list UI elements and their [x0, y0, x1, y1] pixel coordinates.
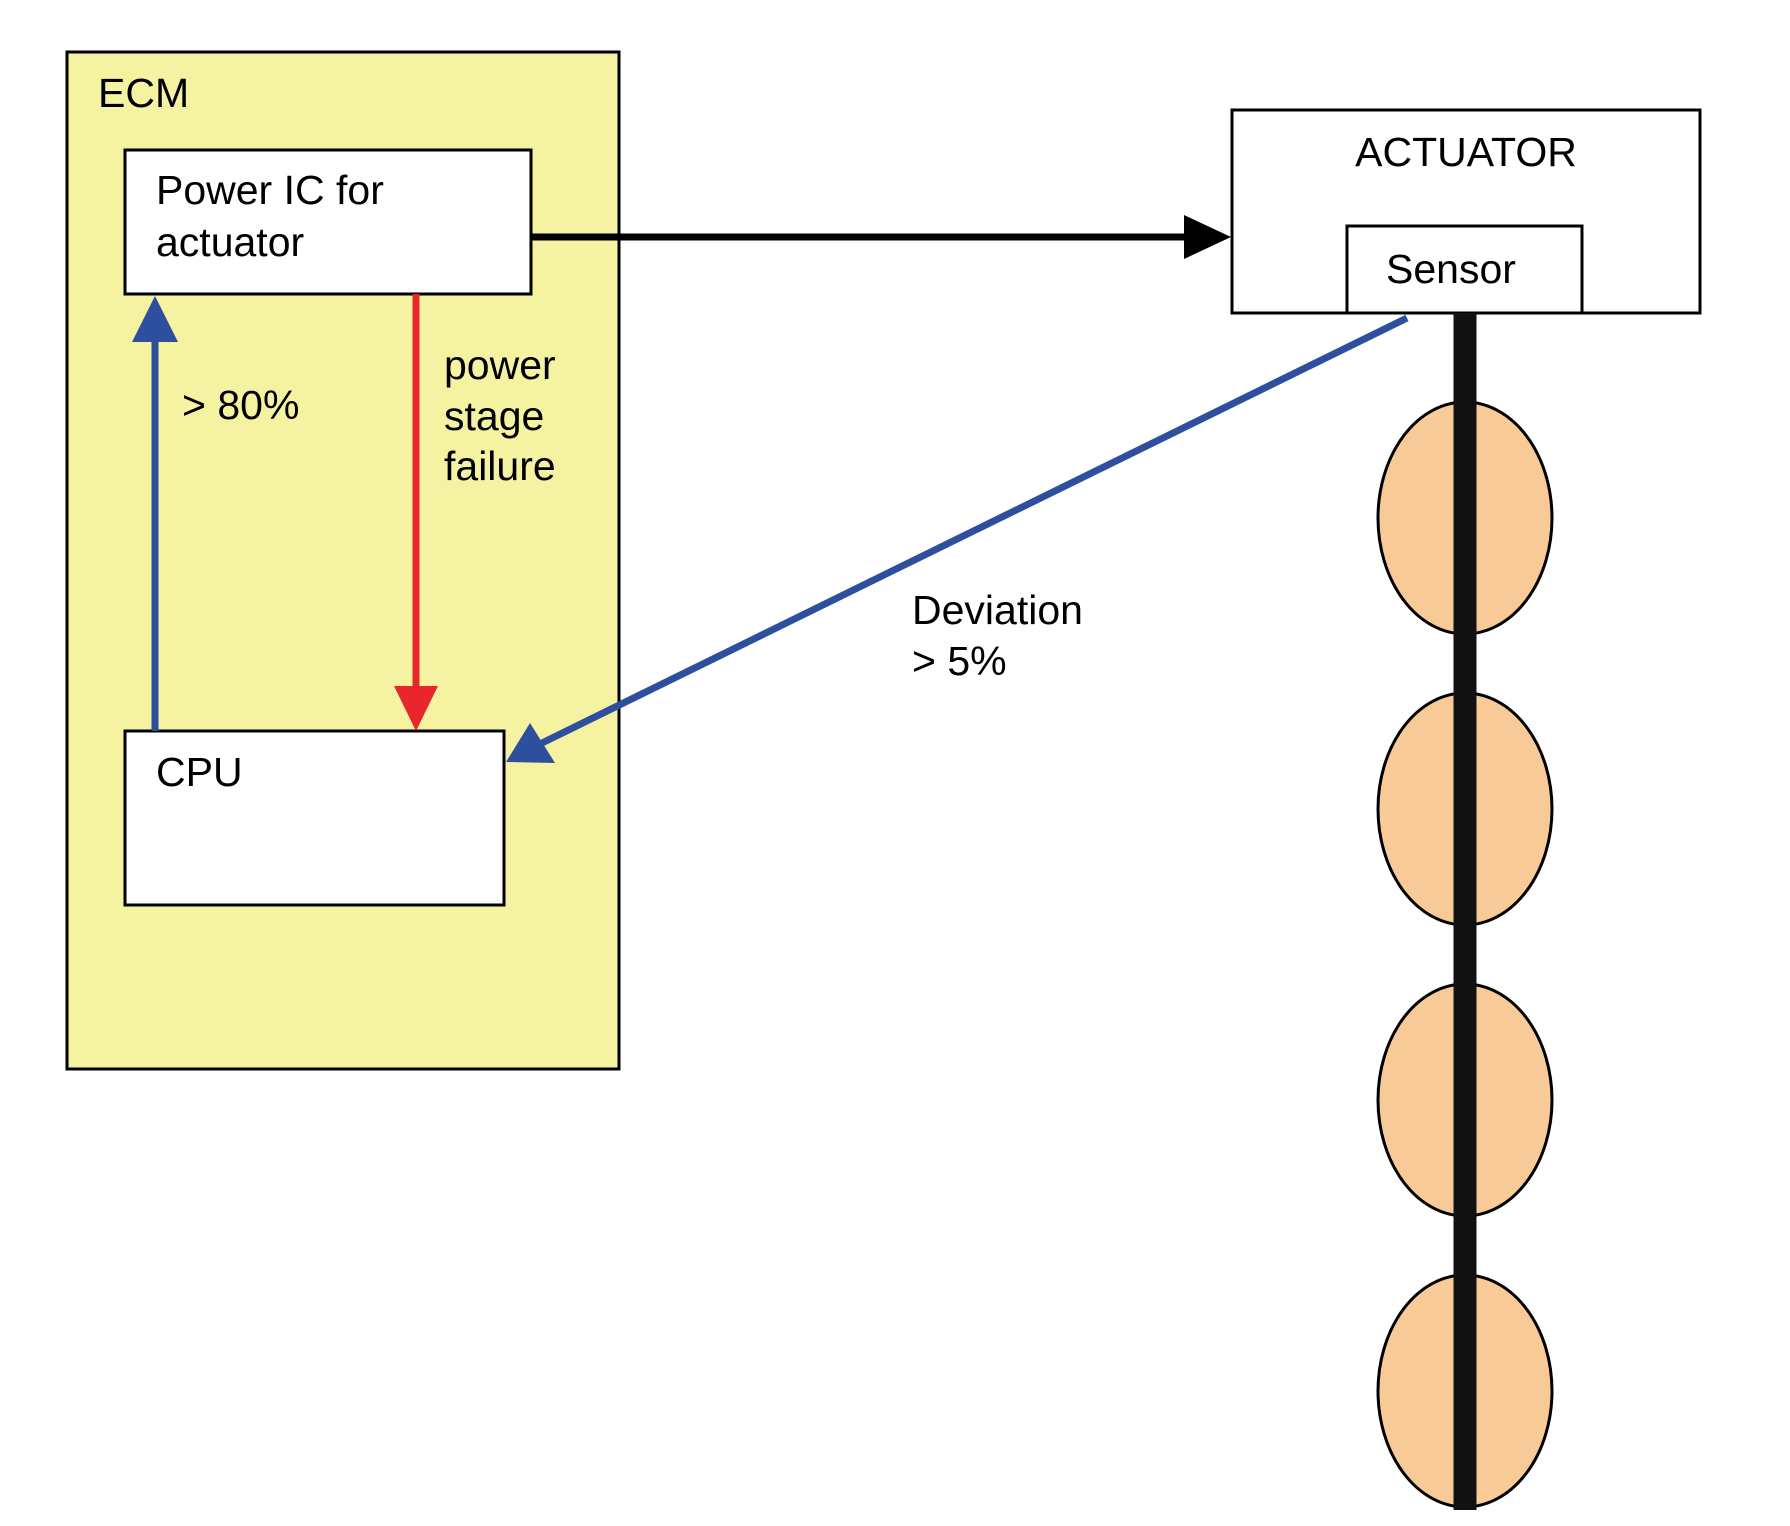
duty-threshold-arrow: > 80%: [132, 296, 299, 731]
failure-label-line2: stage: [444, 393, 544, 439]
power-ic-label-line1: Power IC for: [156, 167, 384, 213]
power-ic-label-line2: actuator: [156, 219, 304, 265]
failure-label-line1: power: [444, 342, 556, 388]
ecm-label: ECM: [98, 70, 189, 116]
actuator-box: ACTUATOR Sensor: [1230, 108, 1702, 315]
cpu-rect: [123, 729, 506, 907]
actuator-label: ACTUATOR: [1355, 129, 1577, 175]
sensor-rect: [1345, 224, 1584, 315]
deviation-arrow-shaft: [538, 314, 1409, 748]
threshold-label: > 80%: [182, 382, 299, 428]
failure-arrowhead: [394, 686, 438, 731]
deviation-label-line1: Deviation: [912, 587, 1083, 633]
power-stage-failure-arrow: power stage failure: [394, 294, 556, 731]
drive-arrowhead: [1184, 215, 1231, 259]
cpu-box: CPU: [123, 729, 506, 907]
drive-arrow: [531, 215, 1231, 259]
deviation-arrowhead: [506, 723, 555, 763]
deviation-label-line2: > 5%: [912, 638, 1007, 684]
power-ic-rect: [123, 148, 533, 296]
failure-label-line3: failure: [444, 443, 556, 489]
threshold-arrowhead: [132, 296, 178, 342]
deviation-arrow: Deviation > 5%: [506, 314, 1409, 763]
cpu-label: CPU: [156, 749, 243, 795]
sensor-label: Sensor: [1386, 246, 1516, 292]
power-ic-box: Power IC for actuator: [123, 148, 533, 296]
